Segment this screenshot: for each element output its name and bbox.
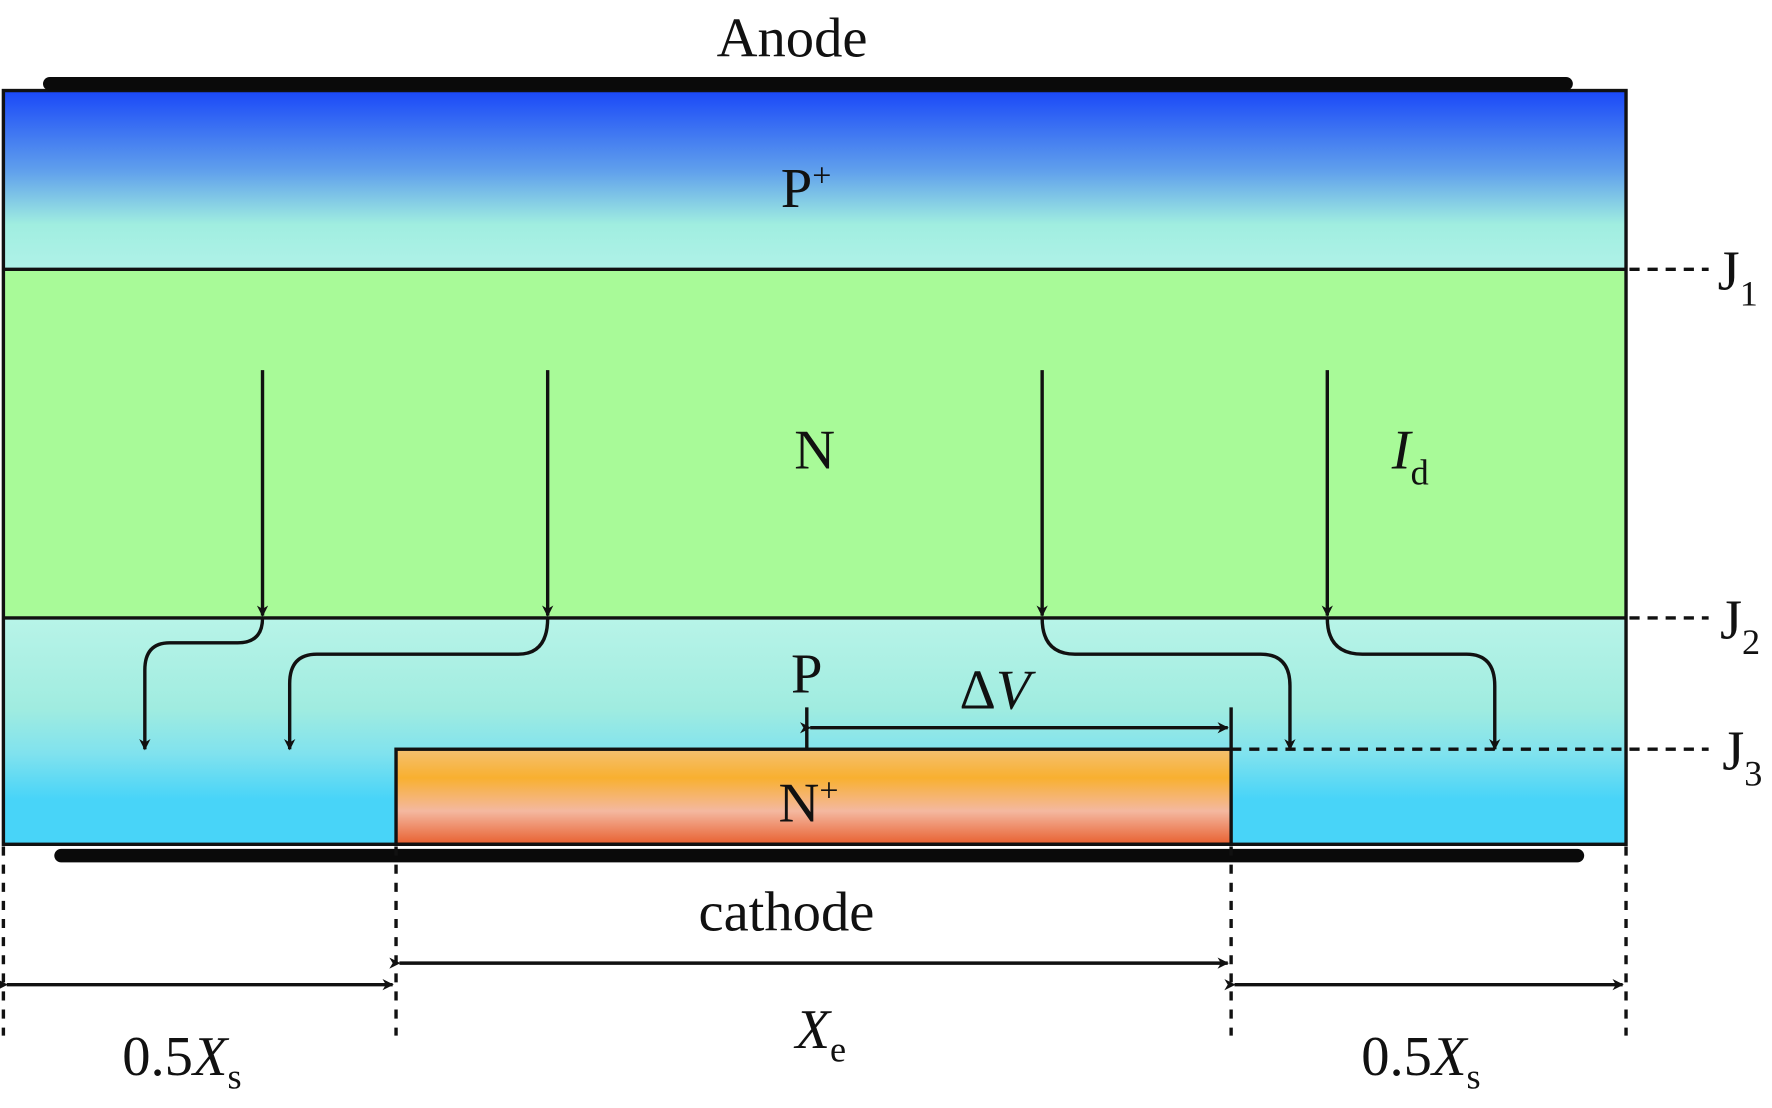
delta-v-label: ΔV: [960, 659, 1036, 721]
current-label: Id: [1391, 420, 1429, 493]
junction-label-j2: J2: [1720, 589, 1760, 662]
junction-label-j3: J3: [1722, 721, 1762, 794]
anode-label: Anode: [717, 8, 868, 70]
dim-label-right: 0.5Xs: [1361, 1026, 1480, 1097]
n-plus-label: N+: [779, 772, 839, 834]
cathode-label: cathode: [698, 881, 874, 943]
n-label: N: [794, 420, 835, 482]
n-region: [3, 269, 1627, 618]
p-plus-label: P+: [781, 158, 832, 220]
dim-label-center: Xe: [793, 999, 846, 1070]
p-label: P: [791, 644, 822, 706]
junction-label-j1: J1: [1718, 241, 1758, 314]
current-path-4: [1325, 617, 1501, 751]
current-path-3: [1040, 617, 1296, 751]
p-plus-region: [3, 90, 1627, 270]
current-path-1: [139, 617, 265, 751]
current-path-2: [284, 617, 550, 751]
n-plus-region: [394, 747, 1233, 846]
dim-label-left: 0.5Xs: [122, 1026, 241, 1097]
